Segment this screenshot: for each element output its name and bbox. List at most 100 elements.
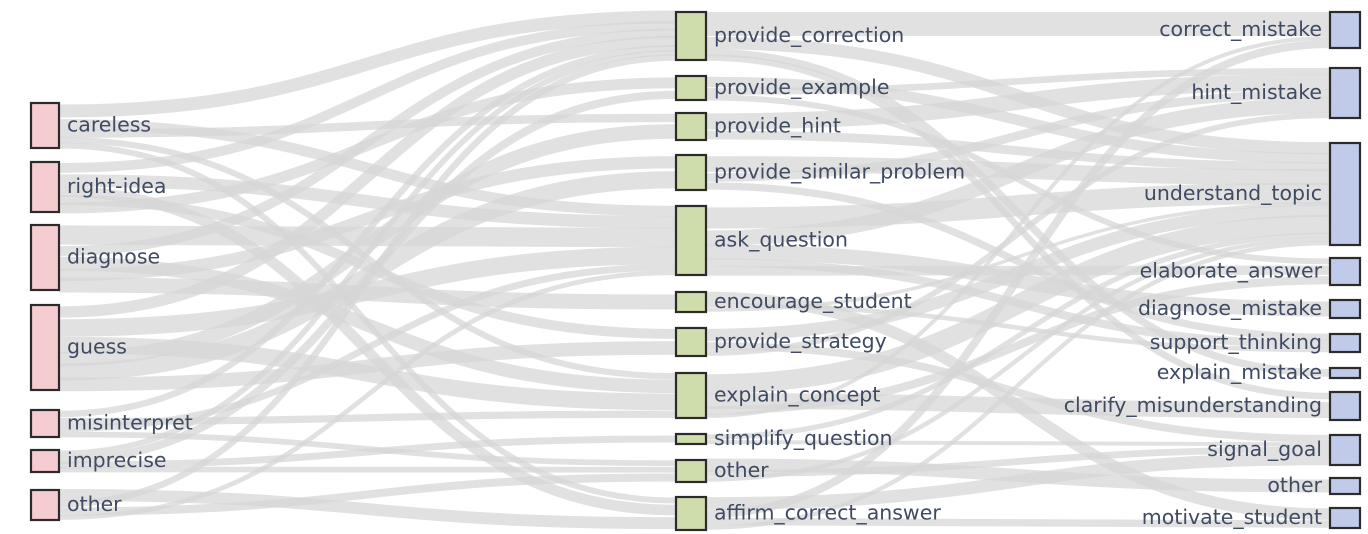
sankey-node-label-tutor_intent-motivate_student: motivate_student <box>1142 505 1322 530</box>
sankey-node-label-student_error-diagnose: diagnose <box>67 245 160 269</box>
sankey-node-tutor_move-provide_similar_problem[interactable] <box>674 153 708 192</box>
sankey-link <box>58 473 677 516</box>
sankey-node-tutor_intent-elaborate_answer[interactable] <box>1328 256 1362 287</box>
sankey-node-label-tutor_intent-signal_goal: signal_goal <box>1207 437 1322 462</box>
sankey-node-student_error-misinterpret[interactable] <box>29 408 61 439</box>
sankey-link <box>705 517 1331 528</box>
sankey-link <box>705 440 1331 447</box>
sankey-link <box>58 263 677 432</box>
sankey-node-label-student_error-guess: guess <box>67 335 127 359</box>
sankey-node-label-tutor_intent-diagnose_mistake: diagnose_mistake <box>1138 296 1322 321</box>
sankey-link <box>58 156 677 282</box>
sankey-link <box>705 89 1331 182</box>
sankey-node-tutor_move-provide_correction[interactable] <box>674 10 708 62</box>
sankey-node-label-tutor_intent-explain_mistake: explain_mistake <box>1157 360 1322 385</box>
sankey-node-label-tutor_move-ask_question: ask_question <box>714 228 848 253</box>
nodes-layer <box>29 10 1362 532</box>
sankey-node-label-tutor_move-provide_hint: provide_hint <box>714 114 841 139</box>
sankey-link <box>705 182 1331 341</box>
sankey-link <box>705 276 1331 415</box>
sankey-node-tutor_intent-motivate_student[interactable] <box>1328 506 1362 530</box>
sankey-node-label-tutor_move-provide_strategy: provide_strategy <box>714 329 887 354</box>
sankey-node-tutor_intent-signal_goal[interactable] <box>1328 433 1362 467</box>
sankey-node-tutor_intent-other[interactable] <box>1328 476 1362 496</box>
sankey-node-student_error-other[interactable] <box>29 488 61 522</box>
sankey-link <box>705 97 1331 246</box>
sankey-node-student_error-diagnose[interactable] <box>29 223 61 292</box>
sankey-node-tutor_intent-explain_mistake[interactable] <box>1328 366 1362 380</box>
sankey-link <box>58 246 677 337</box>
sankey-link <box>58 270 677 520</box>
sankey-node-tutor_move-provide_strategy[interactable] <box>674 326 708 358</box>
sankey-node-tutor_move-explain_concept[interactable] <box>674 371 708 420</box>
sankey-link <box>58 35 677 318</box>
labels-layer: careless right-idea diagnose guess misinterp… <box>67 17 1323 530</box>
sankey-link <box>705 240 1331 530</box>
sankey-link <box>705 237 1331 482</box>
sankey-link <box>58 435 677 469</box>
sankey-node-tutor_intent-hint_mistake[interactable] <box>1328 66 1362 120</box>
sankey-node-label-student_error-other: other <box>67 492 122 516</box>
sankey-node-label-tutor_move-encourage_student: encourage_student <box>714 289 912 314</box>
sankey-node-tutor_move-ask_question[interactable] <box>674 204 708 277</box>
sankey-node-student_error-right-idea[interactable] <box>29 160 61 214</box>
sankey-node-label-tutor_intent-elaborate_answer: elaborate_answer <box>1140 259 1323 284</box>
sankey-node-label-tutor_intent-other: other <box>1267 473 1322 497</box>
sankey-link <box>705 112 1331 356</box>
sankey-link <box>705 130 1331 172</box>
sankey-node-tutor_move-encourage_student[interactable] <box>674 290 708 314</box>
sankey-link <box>58 20 677 173</box>
sankey-link <box>705 446 1331 477</box>
sankey-link <box>705 40 1331 518</box>
sankey-link <box>58 44 677 418</box>
sankey-node-tutor_move-affirm_correct_answer[interactable] <box>674 495 708 532</box>
sankey-node-student_error-careless[interactable] <box>29 101 61 150</box>
sankey-link <box>705 73 1331 130</box>
sankey-node-label-tutor_move-provide_example: provide_example <box>714 75 889 100</box>
sankey-node-label-tutor_move-other: other <box>714 458 769 482</box>
sankey-node-tutor_move-simplify_question[interactable] <box>674 432 708 446</box>
sankey-link <box>705 214 1331 394</box>
sankey-node-student_error-imprecise[interactable] <box>29 448 61 474</box>
sankey-node-label-tutor_move-provide_correction: provide_correction <box>714 23 904 48</box>
sankey-link <box>705 303 1331 353</box>
sankey-link <box>58 54 677 508</box>
sankey-node-tutor_intent-diagnose_mistake[interactable] <box>1328 298 1362 320</box>
sankey-node-label-tutor_intent-correct_mistake: correct_mistake <box>1159 17 1322 42</box>
sankey-link <box>705 76 1331 164</box>
sankey-link <box>58 174 677 229</box>
sankey-link <box>58 28 677 256</box>
sankey-node-label-tutor_move-explain_concept: explain_concept <box>714 383 880 408</box>
sankey-link <box>58 10 677 118</box>
sankey-node-label-student_error-imprecise: imprecise <box>67 448 167 472</box>
sankey-link <box>705 36 1331 418</box>
sankey-node-label-tutor_intent-hint_mistake: hint_mistake <box>1191 80 1322 105</box>
sankey-node-label-tutor_move-affirm_correct_answer: affirm_correct_answer <box>714 501 941 526</box>
sankey-link <box>705 182 1331 229</box>
sankey-node-label-tutor_intent-support_thinking: support_thinking <box>1150 330 1322 355</box>
sankey-link <box>58 489 677 530</box>
sankey-node-tutor_intent-clarify_misunderstanding[interactable] <box>1328 390 1362 422</box>
sankey-node-label-tutor_intent-clarify_misunderstanding: clarify_misunderstanding <box>1064 393 1322 418</box>
sankey-node-label-tutor_move-simplify_question: simplify_question <box>714 426 893 451</box>
sankey-link <box>58 49 677 457</box>
sankey-link <box>705 452 1331 510</box>
sankey-node-tutor_move-provide_example[interactable] <box>674 74 708 102</box>
sankey-node-tutor_intent-correct_mistake[interactable] <box>1328 10 1362 50</box>
sankey-node-tutor_intent-understand_topic[interactable] <box>1328 141 1362 247</box>
sankey-node-student_error-guess[interactable] <box>29 303 61 392</box>
sankey-node-tutor_move-provide_hint[interactable] <box>674 111 708 142</box>
sankey-link <box>58 341 677 392</box>
sankey-link <box>705 202 1331 312</box>
sankey-node-tutor_intent-support_thinking[interactable] <box>1328 332 1362 354</box>
sankey-node-label-student_error-misinterpret: misinterpret <box>67 411 193 435</box>
links-layer <box>58 10 1331 530</box>
sankey-link <box>705 342 1331 443</box>
sankey-node-tutor_move-other[interactable] <box>674 458 708 484</box>
sankey-node-label-tutor_intent-understand_topic: understand_topic <box>1144 181 1322 206</box>
sankey-node-label-student_error-right-idea: right-idea <box>67 174 166 198</box>
sankey-link <box>58 136 677 380</box>
sankey-node-label-student_error-careless: careless <box>67 113 151 137</box>
